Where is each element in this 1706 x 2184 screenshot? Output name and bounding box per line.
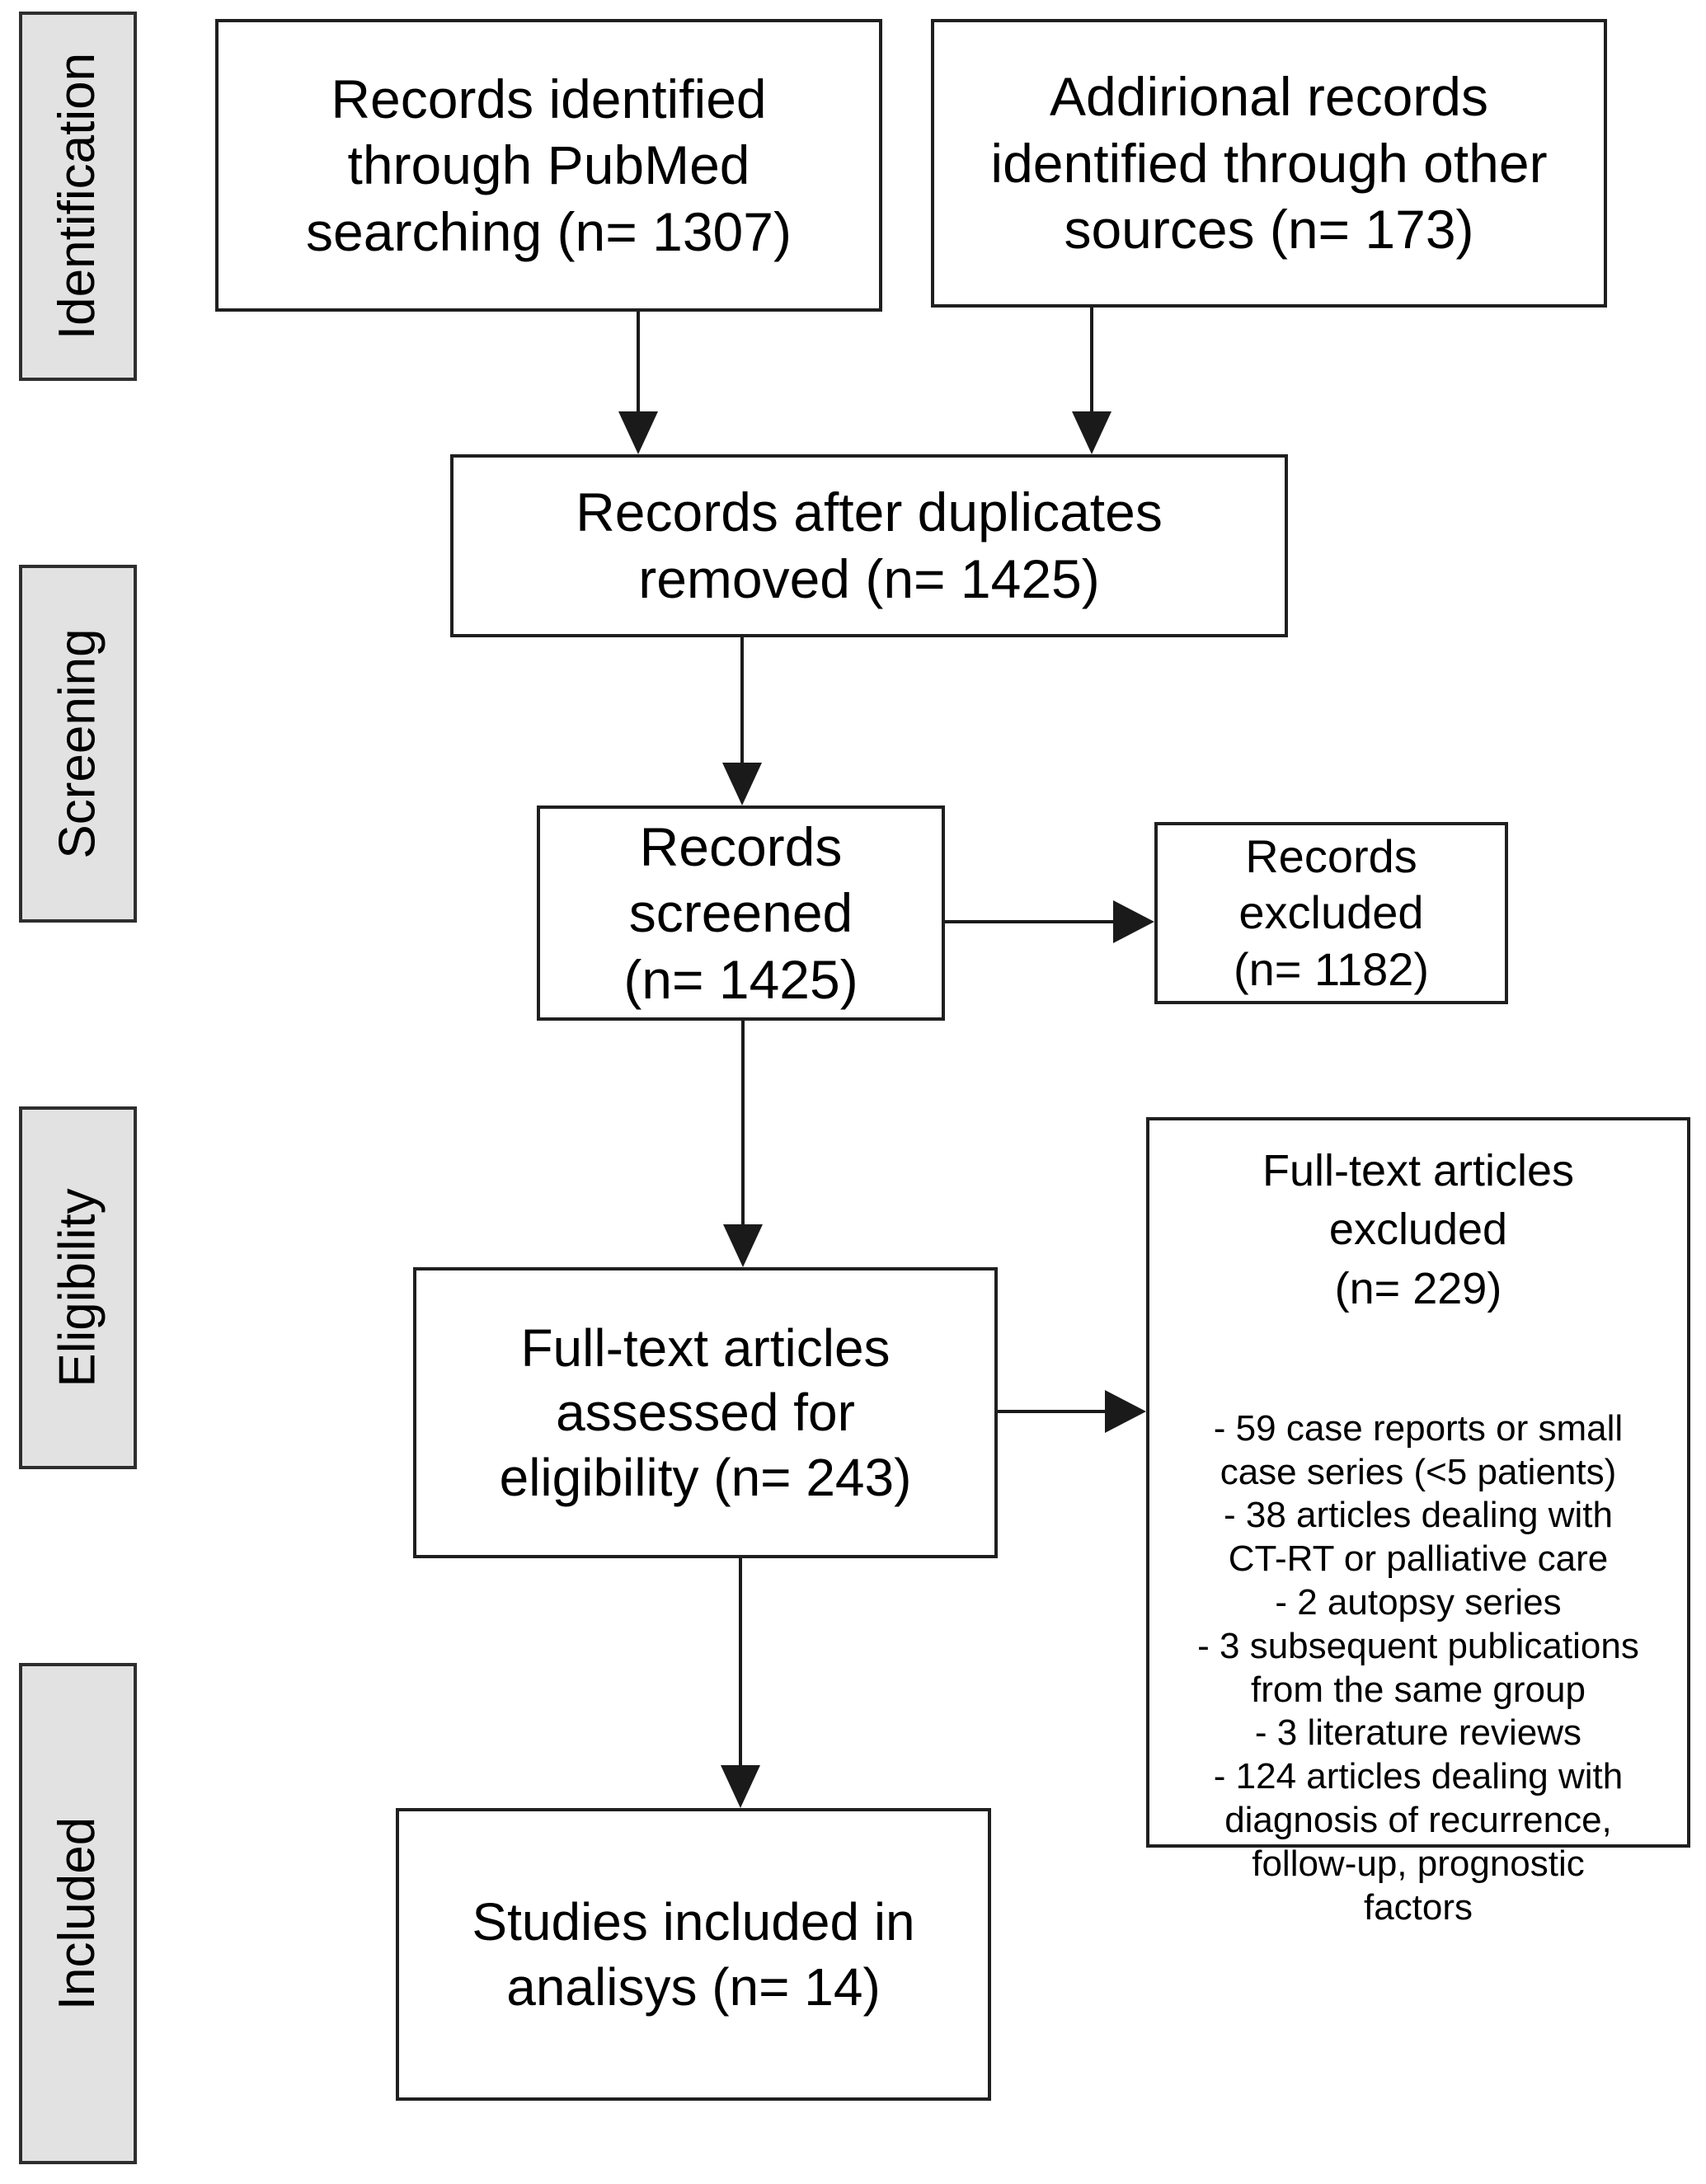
arrow-screened-to-excluded-head-icon [1113,900,1154,943]
arrow-other-to-duplicates-head-icon [1072,411,1111,454]
stage-label-eligibility: Eligibility [49,1188,106,1388]
arrow-pubmed-to-duplicates-head-icon [618,411,658,454]
box-records-identified-pubmed: Records identified through PubMed search… [215,19,882,312]
box-records-screened-label: Records screened (n= 1425) [623,815,858,1010]
arrow-pubmed-to-duplicates-line [637,312,640,412]
box-fulltext-assessed: Full-text articles assessed for eligibil… [413,1267,998,1558]
arrow-fulltext-to-included-line [739,1558,742,1765]
arrow-screened-to-excluded-line [945,920,1113,923]
arrow-duplicates-to-screened-head-icon [722,763,762,805]
stage-label-screening: Screening [49,628,106,859]
box-studies-included-label: Studies included in analisys (n= 14) [472,1892,915,2017]
box-fulltext-excluded: Full-text articles excluded (n= 229) - 5… [1146,1117,1690,1928]
arrow-screened-to-fulltext-head-icon [723,1224,763,1267]
excluded-reason-ct-rt: - 38 articles dealing with CT-RT or pall… [1223,1495,1613,1580]
arrow-duplicates-to-screened-line [740,637,744,763]
box-fulltext-excluded-title: Full-text articles excluded (n= 229) [1262,1146,1575,1313]
stage-included: Included [19,1663,137,2164]
box-studies-included: Studies included in analisys (n= 14) [396,1808,991,2101]
box-additional-records: Addirional records identified through ot… [931,19,1607,308]
stage-label-included: Included [49,1816,106,2011]
box-records-after-duplicates-label: Records after duplicates removed (n= 142… [576,481,1163,609]
arrow-fulltext-to-excluded-line [998,1410,1105,1413]
stage-identification: Identification [19,12,137,381]
stage-screening: Screening [19,565,137,923]
box-records-screened: Records screened (n= 1425) [537,805,945,1021]
excluded-reason-subsequent-publications: - 3 subsequent publications from the sam… [1197,1625,1639,1710]
arrow-fulltext-to-included-head-icon [721,1765,760,1808]
box-records-after-duplicates: Records after duplicates removed (n= 142… [450,454,1288,637]
excluded-reason-literature-reviews: - 3 literature reviews [1254,1712,1582,1754]
excluded-reason-autopsy: - 2 autopsy series [1275,1581,1562,1623]
box-additional-records-label: Addirional records identified through ot… [990,66,1548,261]
arrow-fulltext-to-excluded-head-icon [1105,1390,1146,1433]
excluded-reason-case-reports: - 59 case reports or small case series (… [1213,1407,1624,1492]
box-records-excluded-label: Records excluded (n= 1182) [1233,830,1430,995]
arrow-screened-to-fulltext-line [741,1021,745,1224]
box-records-excluded: Records excluded (n= 1182) [1154,822,1508,1004]
stage-eligibility: Eligibility [19,1106,137,1469]
stage-label-identification: Identification [49,52,106,341]
arrow-other-to-duplicates-line [1090,308,1093,412]
fulltext-excluded-reason-list: - 59 case reports or small case series (… [1197,1407,1639,1930]
box-fulltext-assessed-label: Full-text articles assessed for eligibil… [499,1318,912,1507]
excluded-reason-diagnosis-followup: - 124 articles dealing with diagnosis of… [1213,1756,1624,1928]
box-records-identified-pubmed-label: Records identified through PubMed search… [306,68,792,262]
